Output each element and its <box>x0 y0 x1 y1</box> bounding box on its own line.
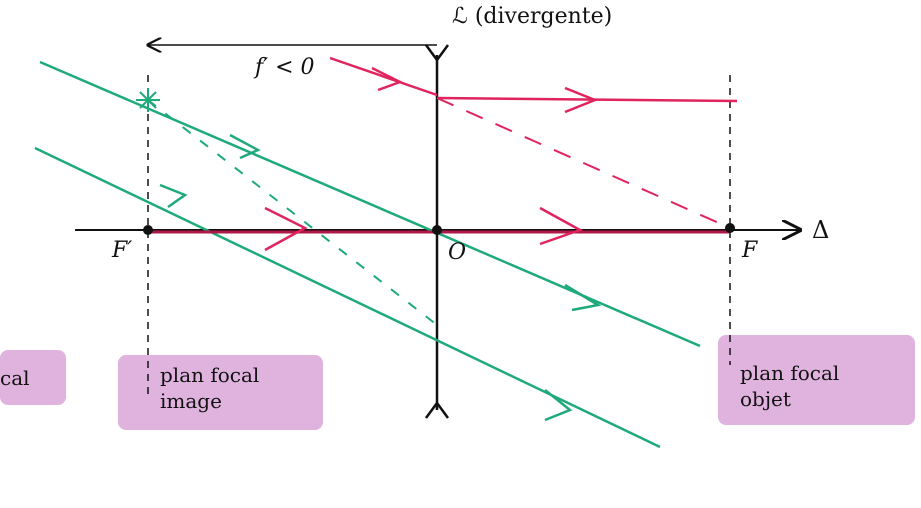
label-image-plane: plan focal image <box>160 362 259 414</box>
point-object-focus <box>725 223 735 233</box>
label-line: image <box>160 389 222 413</box>
label-image-focus: F′ <box>112 238 133 263</box>
green-rays <box>34 60 701 449</box>
label-line: plan focal <box>160 363 260 387</box>
point-center <box>432 225 442 235</box>
intersection-mark <box>136 88 160 112</box>
highlight-object-plane <box>718 335 915 425</box>
highlight-image-plane <box>118 355 323 430</box>
label-left-cropped: cal <box>0 366 30 390</box>
label-axis: Δ <box>812 216 830 244</box>
highlight-left <box>0 350 66 405</box>
red-rays <box>148 56 738 252</box>
focal-note: f′ < 0 <box>255 55 315 80</box>
point-image-focus <box>143 225 153 235</box>
label-line: plan focal <box>740 361 840 385</box>
label-object-plane: plan focal objet <box>740 360 839 412</box>
lens-title: ℒ (divergente) <box>452 4 613 29</box>
label-center: O <box>448 240 467 265</box>
label-line: objet <box>740 387 791 411</box>
label-object-focus: F <box>742 238 758 263</box>
